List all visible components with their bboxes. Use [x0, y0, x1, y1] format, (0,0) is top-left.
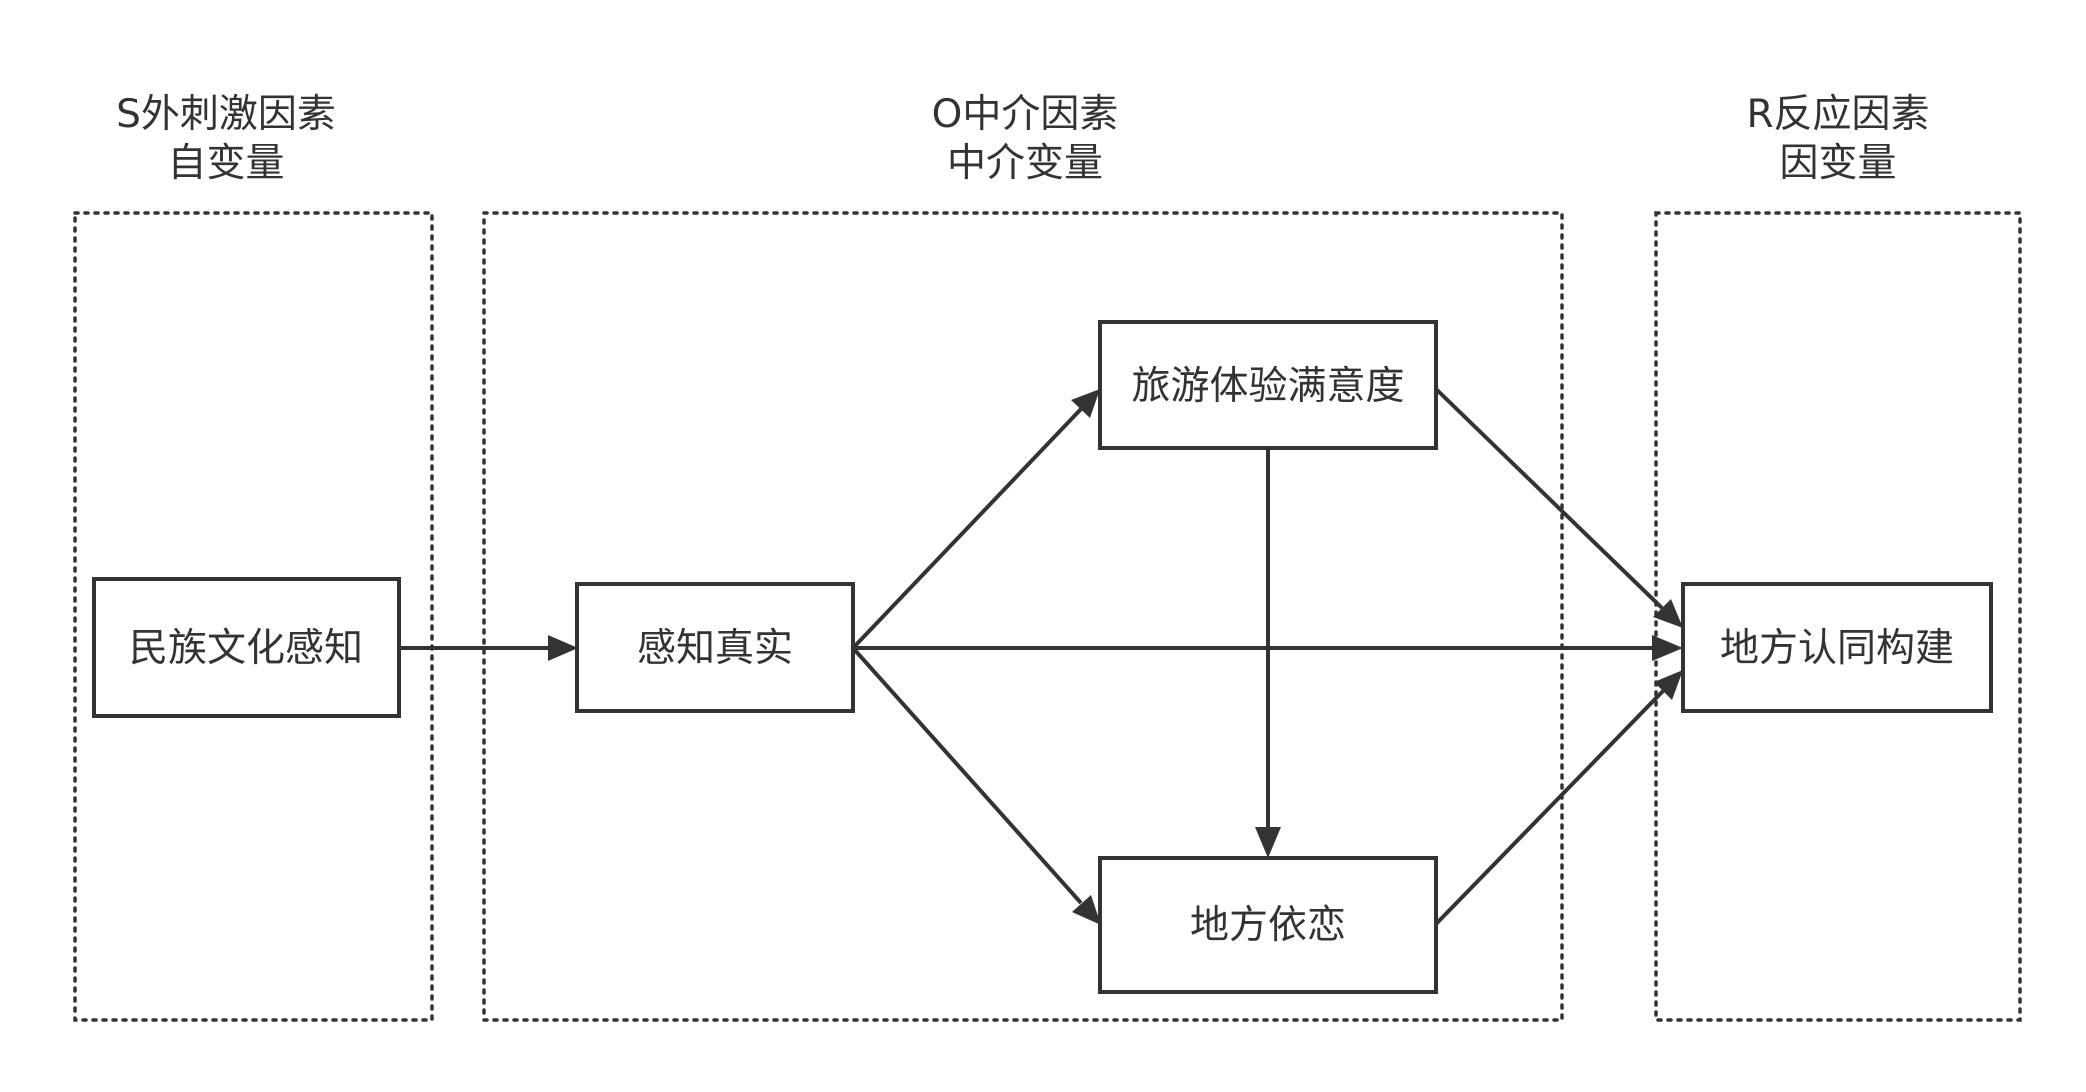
group-organism: O中介因素 中介变量 [482, 92, 1564, 1022]
group-organism-subtitle: 中介变量 [947, 141, 1103, 186]
group-stimulus-title: S外刺激因素 [116, 92, 336, 137]
node-box [1681, 582, 1993, 713]
edge-lvyou-to-rentong [1434, 387, 1683, 628]
node-label: 民族文化感知 [129, 626, 363, 671]
edge-ganzhi-to-rentong [853, 635, 1683, 661]
group-stimulus-subtitle: 自变量 [167, 141, 284, 186]
node-label: 地方依恋 [1190, 903, 1346, 948]
edge-lvyou-to-yilian [1255, 448, 1281, 858]
edge-ganzhi-to-yilian [851, 646, 1101, 925]
edges [399, 387, 1683, 926]
node-difang-rentong-goujian: 地方认同构建 [1681, 582, 1993, 713]
node-box [1098, 320, 1438, 450]
node-lvyou-tiyan-manyidu: 旅游体验满意度 [1098, 320, 1438, 450]
node-label: 地方认同构建 [1720, 626, 1954, 671]
group-response-subtitle: 因变量 [1779, 141, 1896, 186]
node-box [92, 577, 401, 718]
node-label: 旅游体验满意度 [1131, 364, 1404, 409]
node-minzu-wenhua-ganzhi: 民族文化感知 [92, 577, 401, 718]
edge-ganzhi-to-lvyou [851, 389, 1100, 650]
group-organism-title: O中介因素 [932, 92, 1119, 137]
node-difang-yilian: 地方依恋 [1098, 856, 1438, 994]
group-organism-frame [482, 211, 1564, 1022]
node-ganzhi-zhenshi: 感知真实 [575, 582, 855, 713]
node-box [575, 582, 855, 713]
node-label: 感知真实 [637, 626, 793, 671]
node-box [1098, 856, 1438, 994]
edge-minzu-to-ganzhi [399, 635, 578, 661]
group-response: R反应因素 因变量 [1654, 92, 2022, 1022]
group-response-title: R反应因素 [1746, 92, 1929, 137]
edge-yilian-to-rentong [1434, 670, 1683, 926]
group-stimulus: S外刺激因素 自变量 [73, 92, 434, 1022]
group-stimulus-frame [73, 211, 434, 1022]
